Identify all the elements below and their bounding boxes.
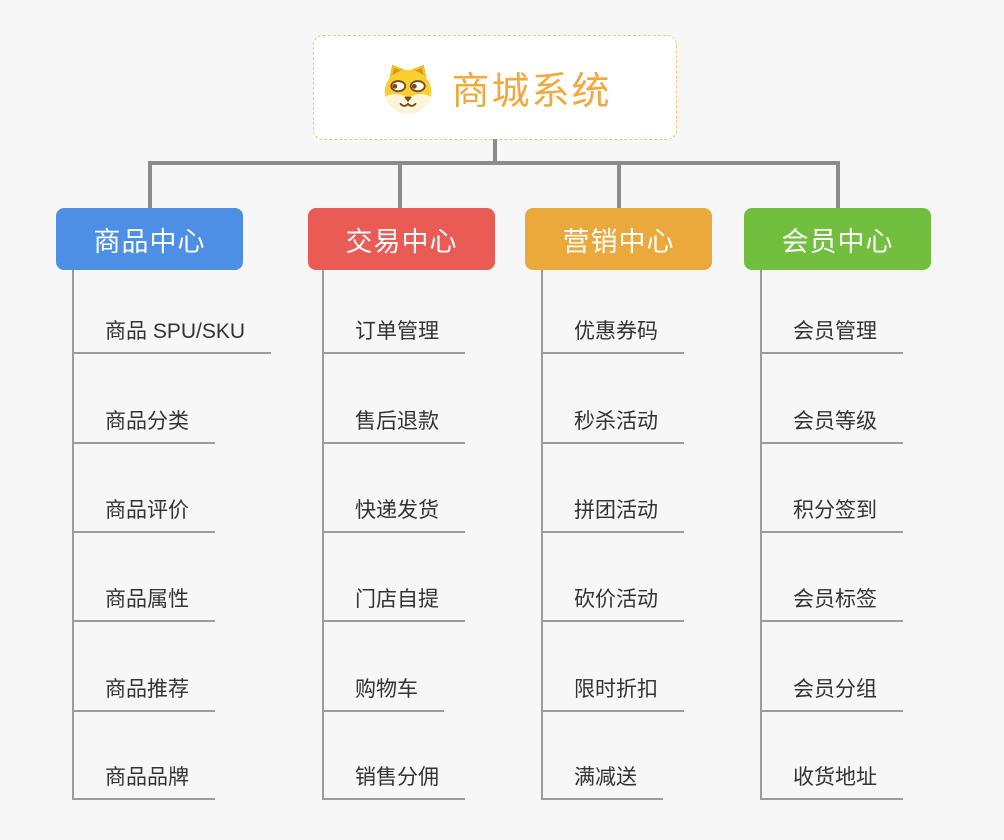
root-title: 商城系统: [451, 71, 612, 113]
leaf-node[interactable]: 会员管理: [760, 316, 903, 354]
leaf-node[interactable]: 商品属性: [72, 584, 215, 622]
leaf-node[interactable]: 满减送: [541, 762, 663, 800]
branch-line: [541, 270, 543, 800]
leaf-node[interactable]: 销售分佣: [322, 762, 465, 800]
branch-line: [72, 270, 74, 800]
branch-node-member[interactable]: 会员中心: [744, 208, 931, 270]
leaf-node[interactable]: 会员等级: [760, 406, 903, 444]
connector-stem: [493, 139, 497, 165]
branch-node-marketing[interactable]: 营销中心: [525, 208, 712, 270]
leaf-node[interactable]: 快递发货: [322, 495, 465, 533]
connector-stub: [398, 161, 402, 208]
connector-stub: [617, 161, 621, 208]
leaf-node[interactable]: 优惠券码: [541, 316, 684, 354]
leaf-node[interactable]: 限时折扣: [541, 674, 684, 712]
leaf-node[interactable]: 售后退款: [322, 406, 465, 444]
connector-stub: [148, 161, 152, 208]
leaf-node[interactable]: 商品 SPU/SKU: [72, 316, 272, 354]
leaf-node[interactable]: 购物车: [322, 674, 444, 712]
leaf-node[interactable]: 收货地址: [760, 762, 903, 800]
branch-line: [760, 270, 762, 800]
leaf-node[interactable]: 砍价活动: [541, 584, 684, 622]
leaf-node[interactable]: 商品分类: [72, 406, 215, 444]
dog-face-icon: [378, 61, 438, 115]
leaf-node[interactable]: 商品推荐: [72, 674, 215, 712]
branch-line: [322, 270, 324, 800]
leaf-node[interactable]: 会员分组: [760, 674, 903, 712]
branch-node-trade[interactable]: 交易中心: [308, 208, 495, 270]
root-node[interactable]: 商城系统: [313, 35, 677, 140]
leaf-node[interactable]: 门店自提: [322, 584, 465, 622]
leaf-node[interactable]: 秒杀活动: [541, 406, 684, 444]
leaf-node[interactable]: 订单管理: [322, 316, 465, 354]
leaf-node[interactable]: 商品品牌: [72, 762, 215, 800]
connector-stub: [836, 161, 840, 208]
leaf-node[interactable]: 积分签到: [760, 495, 903, 533]
branch-node-product[interactable]: 商品中心: [56, 208, 243, 270]
leaf-node[interactable]: 商品评价: [72, 495, 215, 533]
leaf-node[interactable]: 会员标签: [760, 584, 903, 622]
leaf-node[interactable]: 拼团活动: [541, 495, 684, 533]
connector-trunk: [148, 161, 840, 165]
